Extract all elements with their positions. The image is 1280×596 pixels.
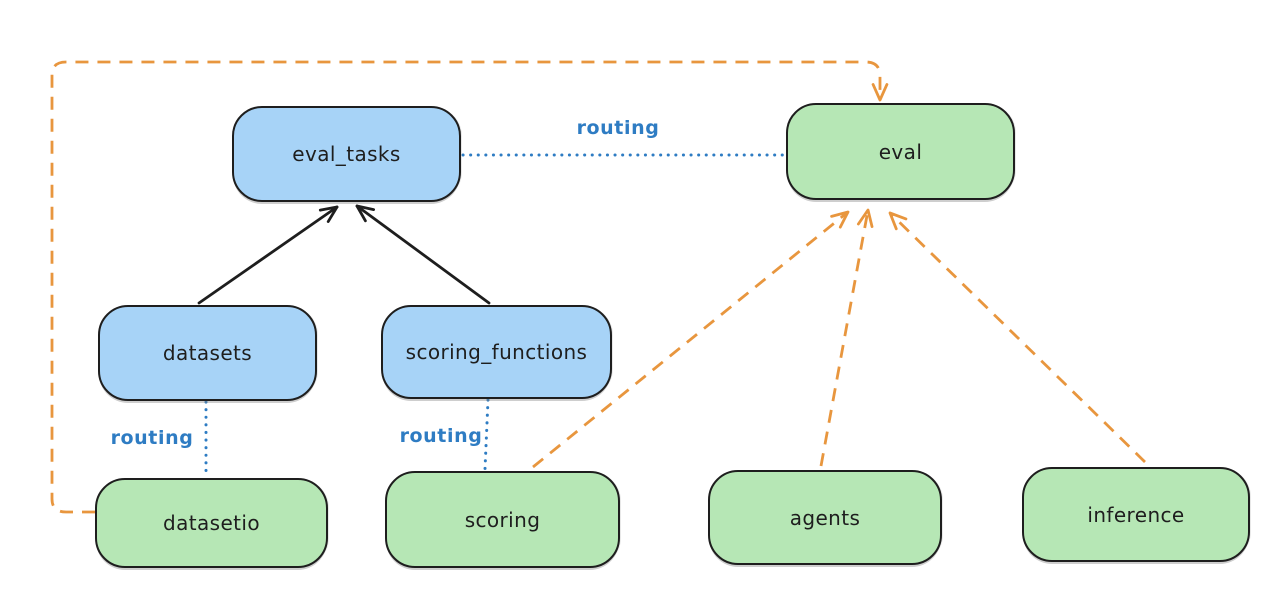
edge-agents-to-eval	[819, 209, 870, 467]
node-label: scoring	[464, 507, 541, 532]
edge-label-datasets-to-datasetio-routing: routing	[110, 427, 194, 449]
node-datasetio: datasetio	[95, 478, 328, 568]
node-scoring_functions: scoring_functions	[381, 305, 612, 399]
arrowhead-scoring-to-eval	[830, 210, 850, 229]
node-eval: eval	[786, 103, 1015, 200]
node-scoring: scoring	[385, 471, 620, 568]
arrowhead-inference-to-eval	[888, 211, 908, 231]
edge-scoring-to-eval	[532, 210, 849, 469]
edge-label-eval_tasks-to-eval-routing: routing	[576, 117, 660, 139]
node-eval_tasks: eval_tasks	[232, 106, 461, 202]
node-label: datasets	[162, 341, 253, 365]
edge-datasets-to-eval_tasks	[197, 205, 339, 305]
edge-inference-to-eval	[889, 211, 1146, 464]
node-label: eval_tasks	[292, 142, 401, 166]
edge-scoring_functions-to-eval_tasks	[355, 204, 491, 305]
edge-datasetio-to-eval-loop	[50, 60, 882, 514]
node-label: agents	[789, 505, 861, 530]
node-label: scoring_functions	[405, 340, 588, 364]
node-label: inference	[1087, 502, 1185, 527]
node-datasets: datasets	[98, 305, 317, 401]
arrowhead-datasetio-to-eval-loop	[871, 83, 889, 102]
edge-label-scoring_functions-to-scoring-routing: routing	[399, 425, 483, 447]
edge-scoring_functions-to-scoring-routing	[483, 398, 490, 471]
node-inference: inference	[1022, 467, 1250, 562]
node-label: eval	[878, 139, 923, 164]
node-agents: agents	[708, 470, 942, 565]
arrowhead-agents-to-eval	[856, 208, 874, 228]
arrowhead-scoring_functions-to-eval_tasks	[355, 204, 376, 223]
node-label: datasetio	[162, 511, 260, 535]
arrowhead-datasets-to-eval_tasks	[318, 205, 339, 223]
